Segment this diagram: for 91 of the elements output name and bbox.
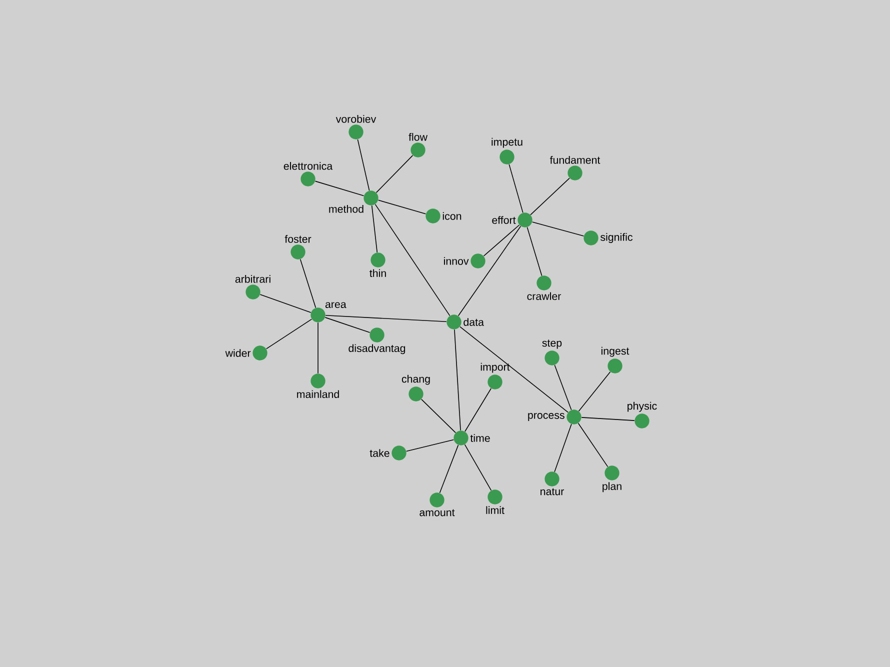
connector-line	[460, 326, 568, 413]
graph-node: elettronica	[284, 162, 333, 186]
connector-line	[554, 424, 572, 472]
node-label: step	[542, 340, 562, 349]
graph-node: effort	[492, 212, 532, 228]
node-label: ingest	[601, 346, 630, 357]
graph-node: data	[446, 314, 484, 330]
node-label: take	[370, 449, 390, 457]
connector-line	[378, 200, 426, 214]
connector-line	[376, 155, 414, 193]
connector-line	[357, 139, 370, 191]
connector-line	[314, 180, 364, 196]
node-label: crawler	[527, 292, 561, 300]
node-label: method	[329, 204, 364, 213]
connector-line	[300, 258, 316, 308]
node-label: natur	[540, 488, 564, 496]
graph-node: vorobiev	[336, 114, 376, 140]
graph-node: icon	[426, 208, 462, 224]
node-label: physic	[628, 402, 657, 412]
node-label: area	[325, 302, 346, 308]
connector-line	[554, 364, 572, 410]
graph-node: plan	[602, 466, 622, 492]
connector-line	[260, 294, 312, 313]
graph-node: process	[528, 410, 582, 424]
node-label: innov	[444, 257, 469, 265]
graph-node: limit	[486, 490, 504, 514]
connector-line	[526, 226, 542, 276]
node-label: disadvantag	[348, 344, 406, 354]
connector-line	[371, 205, 378, 253]
graph-node: fundament	[550, 156, 600, 180]
connector-line	[325, 314, 447, 322]
graph-node: chang	[402, 374, 430, 402]
connector-line	[266, 318, 312, 350]
connector-line	[406, 439, 454, 452]
connector-line	[578, 372, 611, 412]
connector-line	[374, 204, 450, 316]
node-label: mainland	[297, 390, 339, 398]
connector-line	[421, 398, 456, 434]
graph-node: time	[454, 430, 490, 446]
graph-node: wider	[225, 346, 268, 360]
graph-node: foster	[284, 234, 312, 260]
node-label: impetu	[492, 138, 522, 148]
graph-node: innov	[444, 254, 486, 268]
node-label: process	[528, 413, 564, 421]
graph-node: physic	[628, 402, 657, 428]
node-label: import	[480, 362, 510, 373]
graph-node: mainland	[297, 374, 339, 398]
node-label: time	[470, 434, 490, 442]
node-label: wider	[225, 349, 251, 357]
graph-node: ingest	[601, 346, 630, 374]
graph-node: flow	[408, 132, 428, 158]
graph-node: import	[480, 362, 510, 390]
connector-line	[464, 444, 492, 491]
connector-line	[439, 444, 459, 494]
node-label: fundament	[550, 156, 600, 164]
connector-line	[581, 417, 635, 421]
node-label: chang	[402, 374, 430, 385]
node-label: arbitrari	[235, 274, 270, 283]
node-label: plan	[602, 482, 622, 492]
graph-node: area	[310, 302, 346, 322]
node-label: signific	[600, 233, 633, 243]
node-label: icon	[442, 212, 462, 220]
graph-node: amount	[420, 492, 455, 516]
node-label: data	[464, 318, 484, 326]
graph-node: natur	[540, 472, 564, 496]
graph-node: take	[370, 446, 406, 460]
node-label: thin	[370, 269, 386, 278]
node-label: amount	[420, 509, 455, 516]
node-label: effort	[492, 216, 516, 224]
graph-node: step	[542, 340, 562, 366]
graph-node: arbitrari	[235, 274, 270, 300]
node-label: vorobiev	[336, 114, 376, 123]
connector-line	[578, 422, 608, 468]
node-label: limit	[486, 506, 504, 514]
node-label: flow	[408, 132, 428, 141]
graph-node: thin	[370, 252, 386, 277]
graph-node: crawler	[527, 276, 561, 300]
connector-line	[532, 222, 584, 236]
connector-line	[324, 317, 370, 333]
connector-line	[454, 329, 461, 431]
connector-line	[530, 178, 570, 216]
connector-line	[458, 226, 522, 316]
graph-node: disadvantag	[348, 328, 406, 354]
graph-node: method	[329, 190, 378, 213]
connector-line	[464, 388, 492, 432]
graph-node: signific	[584, 230, 633, 246]
connector-line	[508, 164, 524, 214]
node-label: foster	[284, 234, 312, 243]
node-label: elettronica	[284, 162, 333, 170]
connector-line	[483, 224, 520, 256]
graph-node: impetu	[492, 138, 522, 164]
